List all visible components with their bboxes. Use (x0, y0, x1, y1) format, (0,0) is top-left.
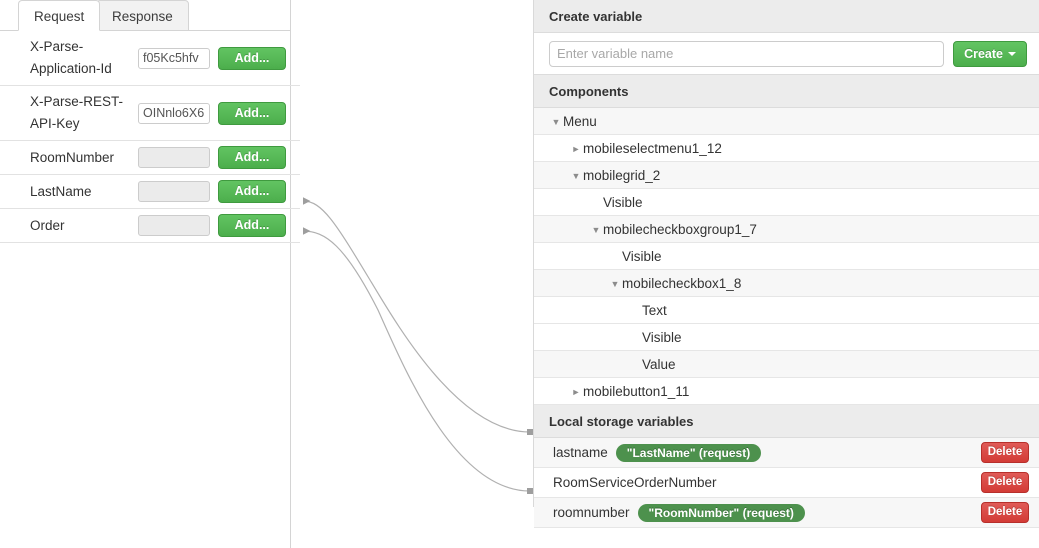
table-row: X-Parse-REST-API-Key Add... (0, 86, 300, 141)
tree-row[interactable]: ▼mobilecheckboxgroup1_7 (534, 216, 1039, 243)
header-action-cell: Add... (218, 175, 300, 209)
tree-row[interactable]: Value (534, 351, 1039, 378)
header-value-cell (138, 86, 218, 141)
header-name: RoomNumber (30, 149, 115, 165)
tree-row-label: Visible (642, 330, 682, 345)
components-tree: ▼Menu ►mobileselectmenu1_12 ▼mobilegrid_… (534, 108, 1039, 405)
add-button[interactable]: Add... (218, 146, 286, 169)
binding-badge[interactable]: "RoomNumber" (request) (637, 503, 805, 522)
list-item: roomnumber "RoomNumber" (request) Delete (534, 498, 1039, 528)
tree-row-label: mobilebutton1_11 (583, 384, 690, 399)
header-name: X-Parse-Application-Id (30, 39, 112, 76)
variable-name: roomnumber (553, 505, 630, 520)
tree-row[interactable]: ►mobileselectmenu1_12 (534, 135, 1039, 162)
request-response-panel: Request Response X-Parse-Application-Id … (0, 0, 300, 548)
components-header: Components (534, 75, 1039, 108)
triangle-down-icon[interactable]: ▼ (551, 116, 561, 127)
header-value-cell (138, 175, 218, 209)
delete-button[interactable]: Delete (981, 502, 1029, 523)
create-button[interactable]: Create (953, 40, 1027, 67)
tree-row-label: mobilegrid_2 (583, 168, 661, 183)
add-button[interactable]: Add... (218, 180, 286, 203)
tree-row-label: mobilecheckbox1_8 (622, 276, 742, 291)
tree-row[interactable]: Text (534, 297, 1039, 324)
header-value-cell (138, 141, 218, 175)
header-value-input[interactable] (138, 215, 210, 236)
tree-row-label: Visible (622, 249, 662, 264)
create-button-label: Create (964, 46, 1003, 61)
tree-row[interactable]: Visible (534, 324, 1039, 351)
header-value-cell (138, 31, 218, 86)
tree-row-label: Menu (563, 114, 597, 129)
table-row: RoomNumber Add... (0, 141, 300, 175)
variable-name: lastname (553, 445, 608, 460)
tree-row[interactable]: ▼mobilegrid_2 (534, 162, 1039, 189)
triangle-right-icon[interactable]: ► (571, 143, 581, 154)
add-button[interactable]: Add... (218, 214, 286, 237)
tree-row[interactable]: Visible (534, 189, 1039, 216)
tree-row-label: mobileselectmenu1_12 (583, 141, 722, 156)
local-storage-list: lastname "LastName" (request) Delete Roo… (534, 438, 1039, 528)
delete-button[interactable]: Delete (981, 472, 1029, 493)
create-variable-header: Create variable (534, 0, 1039, 33)
triangle-down-icon[interactable]: ▼ (591, 224, 601, 235)
binding-badge[interactable]: "LastName" (request) (615, 443, 762, 462)
add-button[interactable]: Add... (218, 101, 286, 125)
tree-row-label: Value (642, 357, 676, 372)
table-row: X-Parse-Application-Id Add... (0, 31, 300, 86)
header-value-input[interactable] (138, 47, 210, 69)
variable-name-input[interactable] (549, 40, 945, 67)
tree-row-label: Visible (603, 195, 643, 210)
triangle-down-icon[interactable]: ▼ (610, 278, 620, 289)
header-action-cell: Add... (218, 141, 300, 175)
header-action-cell: Add... (218, 86, 300, 141)
variable-name: RoomServiceOrderNumber (553, 475, 717, 490)
binding-link-lastname-to-roomnumber (302, 197, 533, 435)
table-row: LastName Add... (0, 175, 300, 209)
chevron-down-icon (1008, 52, 1016, 57)
headers-table: X-Parse-Application-Id Add... X-Parse-RE… (0, 31, 300, 243)
triangle-right-icon[interactable]: ► (571, 386, 581, 397)
tree-row[interactable]: ▼mobilecheckbox1_8 (534, 270, 1039, 297)
tree-row[interactable]: Visible (534, 243, 1039, 270)
header-value-input[interactable] (138, 181, 210, 202)
triangle-down-icon[interactable]: ▼ (571, 170, 581, 181)
tab-request[interactable]: Request (18, 0, 101, 31)
delete-button[interactable]: Delete (981, 442, 1029, 463)
tab-response-label: Response (112, 9, 173, 24)
tree-row[interactable]: ►mobilebutton1_11 (534, 378, 1039, 405)
add-button[interactable]: Add... (218, 46, 286, 70)
tab-response[interactable]: Response (96, 0, 189, 31)
header-value-input[interactable] (138, 147, 210, 168)
header-name: LastName (30, 183, 92, 199)
binding-link-roomnumber-to-lastname (302, 227, 533, 494)
list-item: lastname "LastName" (request) Delete (534, 438, 1039, 468)
header-value-cell (138, 209, 218, 243)
header-name: Order (30, 217, 65, 233)
tree-row-label: Text (642, 303, 667, 318)
tab-bar: Request Response (0, 0, 290, 31)
variables-panel: Create variable Create Components ▼Menu … (533, 0, 1039, 528)
local-storage-header: Local storage variables (534, 405, 1039, 438)
header-action-cell: Add... (218, 209, 300, 243)
list-item: RoomServiceOrderNumber Delete (534, 468, 1039, 498)
header-action-cell: Add... (218, 31, 300, 86)
table-row: Order Add... (0, 209, 300, 243)
create-variable-row: Create (534, 33, 1039, 75)
header-value-input[interactable] (138, 102, 210, 124)
tree-row[interactable]: ▼Menu (534, 108, 1039, 135)
tree-row-label: mobilecheckboxgroup1_7 (603, 222, 757, 237)
tab-request-label: Request (34, 9, 85, 24)
header-name: X-Parse-REST-API-Key (30, 94, 124, 131)
